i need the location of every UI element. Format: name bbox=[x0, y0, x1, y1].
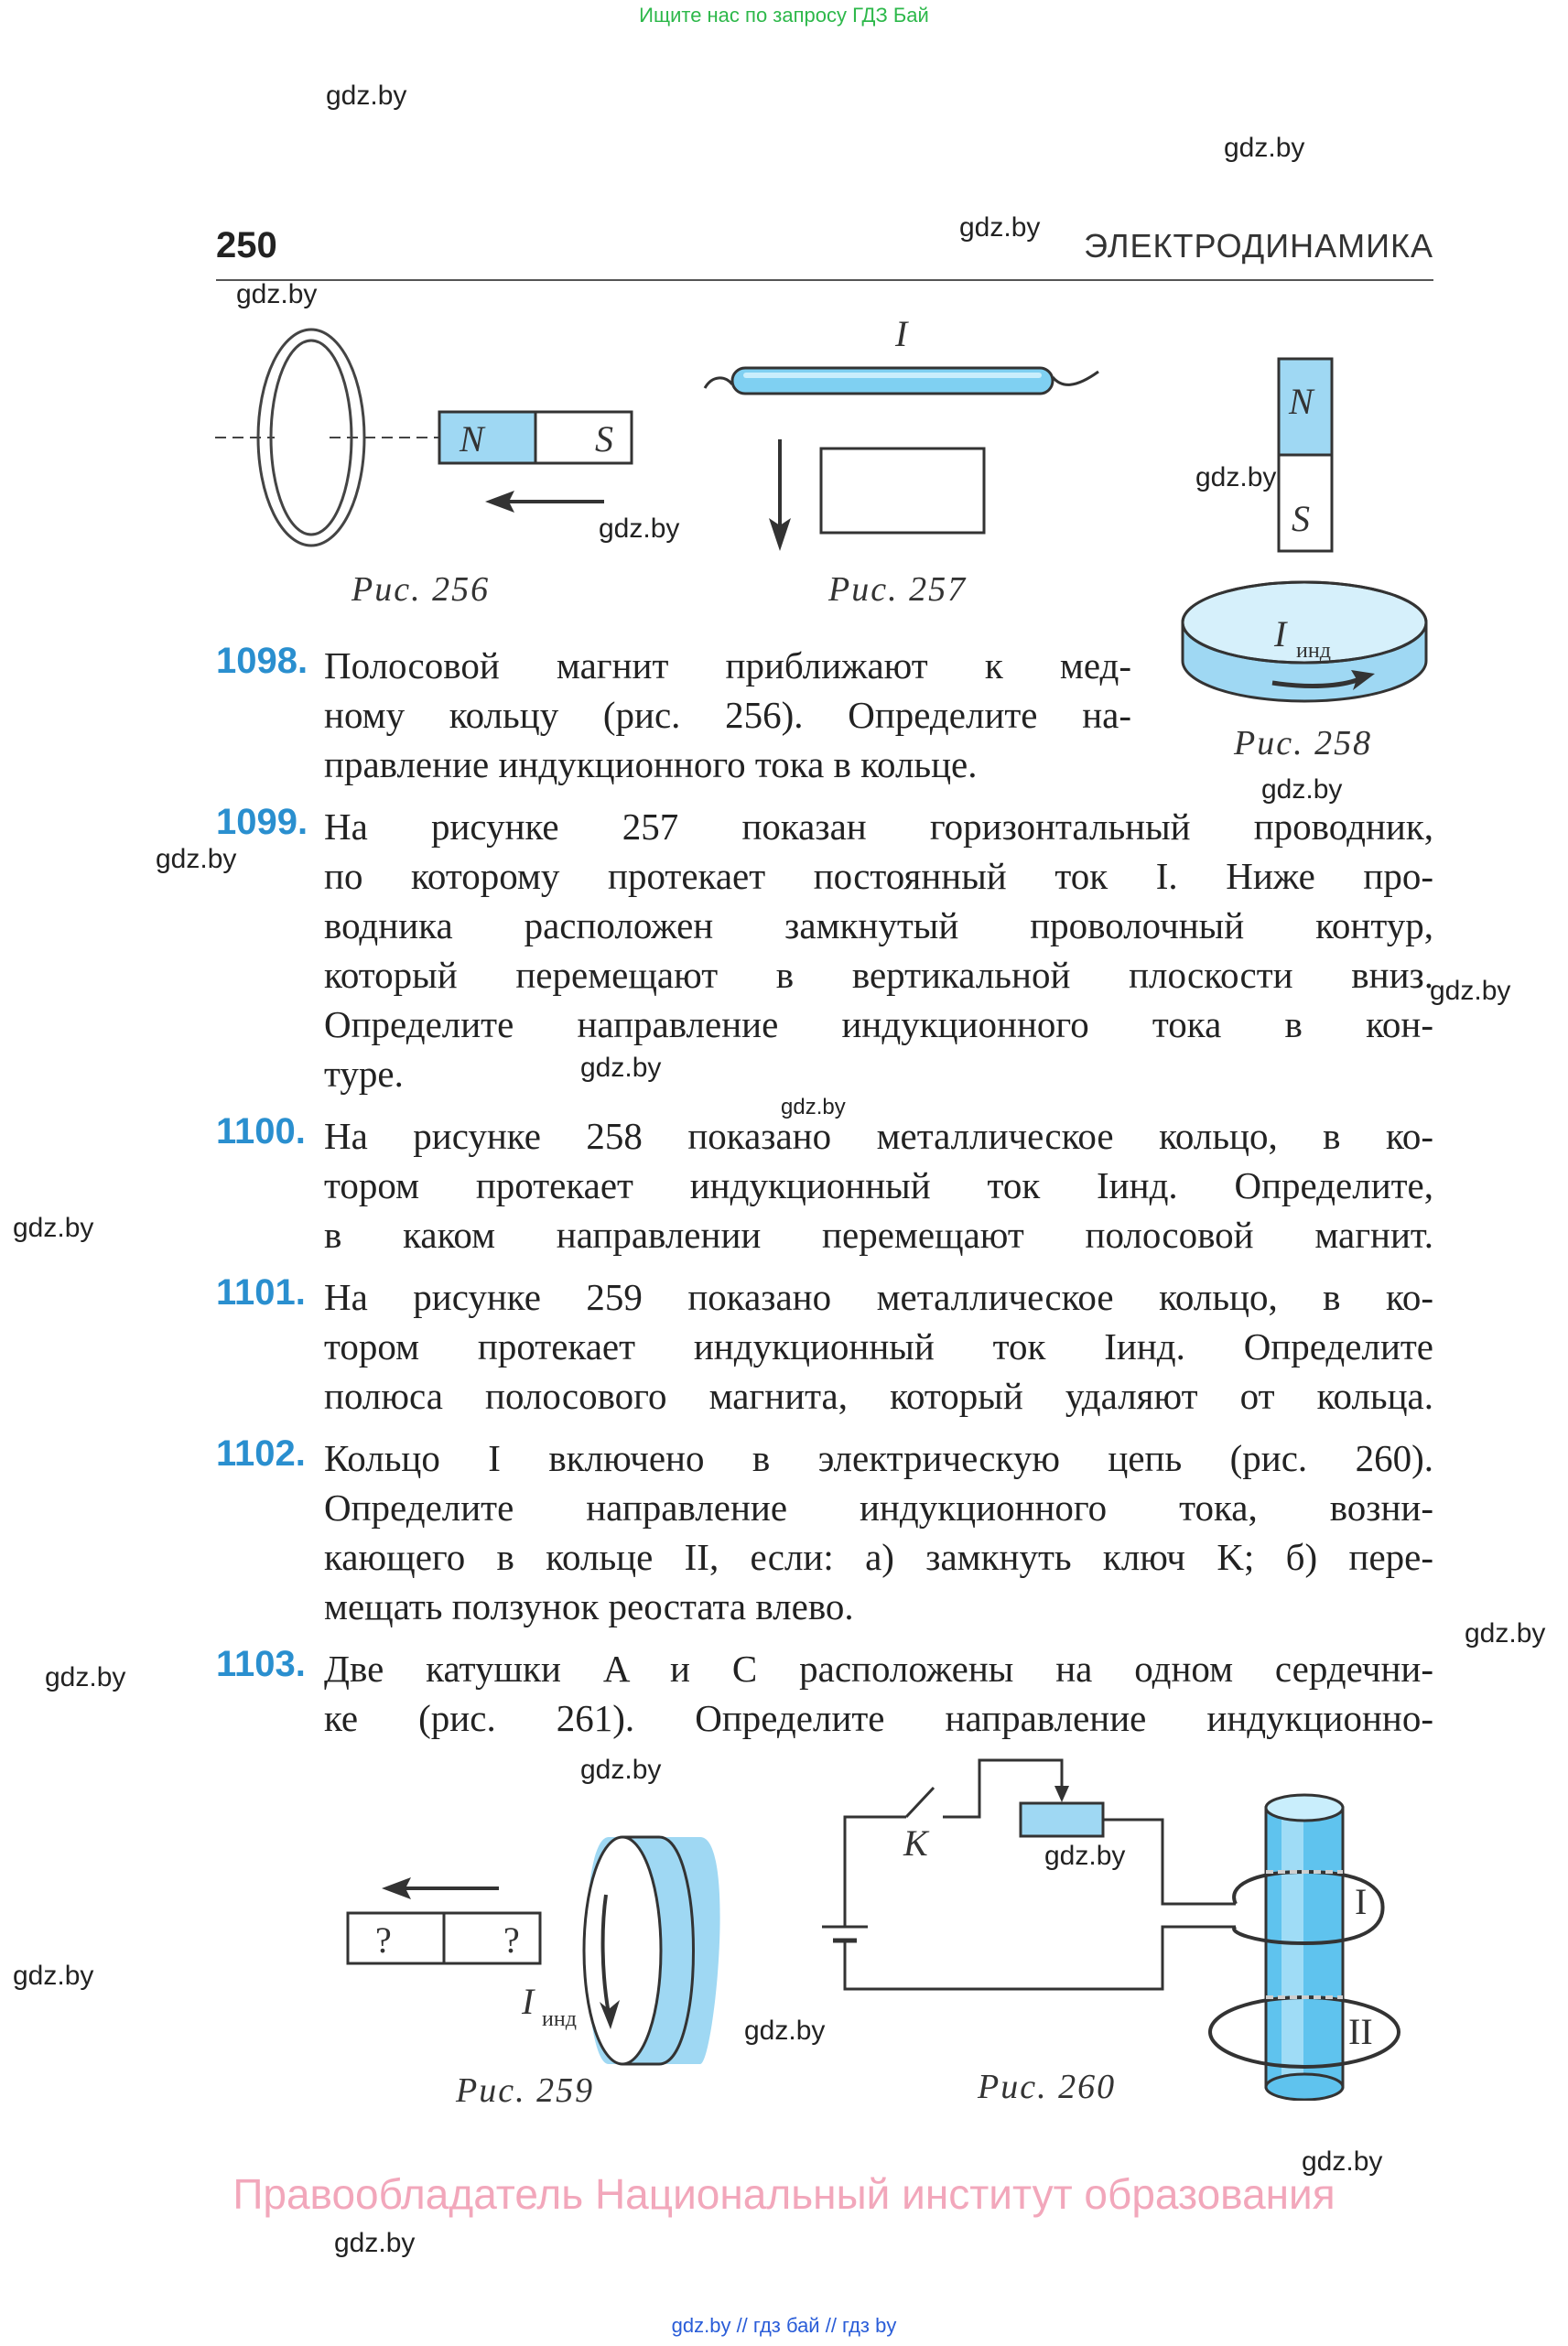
watermark: gdz.by bbox=[1224, 133, 1305, 163]
watermark: gdz.by bbox=[45, 1662, 126, 1692]
induced-current-label: I bbox=[1273, 613, 1288, 654]
watermark: gdz.by bbox=[781, 1095, 846, 1119]
problem-text-line: Две катушки A и C расположены на одном с… bbox=[324, 1648, 1433, 1690]
watermark: gdz.by bbox=[1044, 1841, 1126, 1871]
watermark: gdz.by bbox=[1465, 1618, 1546, 1649]
ring-two-label: II bbox=[1348, 2011, 1373, 2052]
key-label: K bbox=[903, 1822, 930, 1864]
figure-259-caption: Рис. 259 bbox=[456, 2071, 595, 2110]
watermark: gdz.by bbox=[236, 279, 318, 309]
watermark: gdz.by bbox=[13, 1213, 94, 1243]
figure-258-caption: Рис. 258 bbox=[1234, 724, 1373, 762]
problem-number: 1098. bbox=[216, 641, 308, 681]
figure-260-caption: Рис. 260 bbox=[978, 2068, 1117, 2106]
problem-text-line: в каком направлении перемещают полосовой… bbox=[324, 1214, 1433, 1256]
arrow-down-icon bbox=[769, 518, 791, 551]
induced-current-label: I bbox=[521, 1981, 535, 2022]
watermark: gdz.by bbox=[1261, 774, 1343, 805]
watermark: gdz.by bbox=[959, 212, 1041, 243]
problem-number: 1101. bbox=[216, 1272, 306, 1313]
problem-text-line: полюса полосового магнита, который удаля… bbox=[324, 1375, 1433, 1417]
figure-256-caption: Рис. 256 bbox=[351, 570, 491, 609]
problem-number: 1102. bbox=[216, 1433, 306, 1474]
unknown-pole-left: ? bbox=[375, 1919, 392, 1961]
rheostat bbox=[1019, 1801, 1105, 1838]
problem-number: 1103. bbox=[216, 1644, 306, 1684]
watermark: gdz.by bbox=[580, 1053, 662, 1083]
problem-text-line: кающего в кольце II, если: а) замкнуть к… bbox=[324, 1536, 1433, 1578]
problem-text-line: Определите направление индукционного ток… bbox=[324, 1003, 1433, 1045]
wire-loop bbox=[819, 447, 986, 535]
magnet-north-label: N bbox=[459, 418, 486, 459]
problem-text-line: который перемещают в вертикальной плоско… bbox=[324, 954, 1433, 996]
problem-text-line: ному кольцу (рис. 256). Определите на- bbox=[324, 694, 1131, 736]
wire-conductor bbox=[730, 366, 1054, 395]
rheostat-slider-icon bbox=[1054, 1786, 1069, 1802]
problem-text-line: по которому протекает постоянный ток I. … bbox=[324, 855, 1433, 897]
figure-258: N S I инд bbox=[1181, 357, 1428, 703]
unknown-pole-right: ? bbox=[503, 1919, 520, 1961]
magnet-north-half bbox=[438, 410, 537, 465]
problem-text-line: водника расположен замкнутый проволочный… bbox=[324, 904, 1433, 946]
arrow-current-icon bbox=[1351, 670, 1375, 690]
problem-text-line: Кольцо I включено в электрическую цепь (… bbox=[324, 1437, 1433, 1479]
key-switch bbox=[904, 1786, 935, 1819]
copyright-notice: Правообладатель Национальный институт об… bbox=[232, 2170, 1336, 2218]
watermark: gdz.by bbox=[13, 1961, 94, 1991]
watermark: gdz.by bbox=[1195, 462, 1277, 492]
watermark: gdz.by bbox=[334, 2228, 416, 2258]
magnet-south-half bbox=[534, 410, 633, 465]
problem-text-line: На рисунке 259 показано металлическое ко… bbox=[324, 1276, 1433, 1318]
problem-text-line: На рисунке 257 показан горизонтальный пр… bbox=[324, 805, 1433, 848]
problem-text-line: правление индукционного тока в кольце. bbox=[324, 743, 978, 785]
problem-text-line: Определите направление индукционного ток… bbox=[324, 1487, 1433, 1529]
figure-257: I bbox=[703, 313, 1099, 551]
arrow-current-icon bbox=[600, 2000, 620, 2029]
figure-259: ? ? I инд bbox=[346, 1835, 720, 2066]
ring-one-label: I bbox=[1355, 1881, 1367, 1922]
problem-number: 1100. bbox=[216, 1111, 306, 1151]
problem-number: 1099. bbox=[216, 802, 308, 842]
top-banner[interactable]: Ищите нас по запросу ГДЗ Бай bbox=[639, 4, 929, 27]
magnet-left-half bbox=[346, 1911, 446, 1965]
problem-text-line: ке (рис. 261). Определите направление ин… bbox=[324, 1697, 1433, 1739]
watermark: gdz.by bbox=[156, 844, 237, 874]
header-divider bbox=[216, 279, 1433, 281]
figure-257-caption: Рис. 257 bbox=[828, 570, 968, 609]
problem-text-line: тором протекает индукционный ток Iинд. О… bbox=[324, 1164, 1433, 1206]
section-title: ЭЛЕКТРОДИНАМИКА bbox=[1084, 227, 1433, 265]
figure-260: I II K bbox=[822, 1758, 1400, 2101]
induced-current-subscript: инд bbox=[1296, 639, 1331, 663]
watermark: gdz.by bbox=[1430, 976, 1511, 1006]
ring-one bbox=[1232, 1869, 1385, 1946]
watermark: gdz.by bbox=[744, 2016, 826, 2046]
induced-current-subscript: инд bbox=[542, 2007, 577, 2031]
magnet-south-label: S bbox=[595, 418, 613, 459]
problem-text-line: Полосовой магнит приближают к мед- bbox=[324, 644, 1131, 687]
watermark: gdz.by bbox=[1302, 2146, 1383, 2177]
iron-core bbox=[1264, 1806, 1345, 2089]
current-label: I bbox=[894, 313, 909, 354]
watermark: gdz.by bbox=[580, 1755, 662, 1785]
problem-text-line: На рисунке 258 показано металлическое ко… bbox=[324, 1115, 1433, 1157]
page-number: 250 bbox=[216, 225, 277, 265]
watermark: gdz.by bbox=[326, 81, 407, 111]
watermark: gdz.by bbox=[599, 514, 680, 544]
footer-links[interactable]: gdz.by // гдз бай // гдз by bbox=[671, 2314, 897, 2337]
magnet-south-label: S bbox=[1292, 498, 1310, 539]
arrow-left-icon bbox=[485, 491, 514, 513]
arrow-left-icon bbox=[382, 1877, 411, 1899]
problem-text-line: мещать ползунок реостата влево. bbox=[324, 1585, 854, 1627]
magnet-right-half bbox=[442, 1911, 542, 1965]
magnet-north-label: N bbox=[1288, 381, 1315, 422]
problem-text-line: туре. bbox=[324, 1053, 404, 1095]
figure-256: N S bbox=[215, 328, 633, 547]
magnet-north-half bbox=[1277, 357, 1334, 457]
magnet-south-half bbox=[1277, 453, 1334, 553]
problem-text-line: тором протекает индукционный ток Iинд. О… bbox=[324, 1325, 1433, 1368]
